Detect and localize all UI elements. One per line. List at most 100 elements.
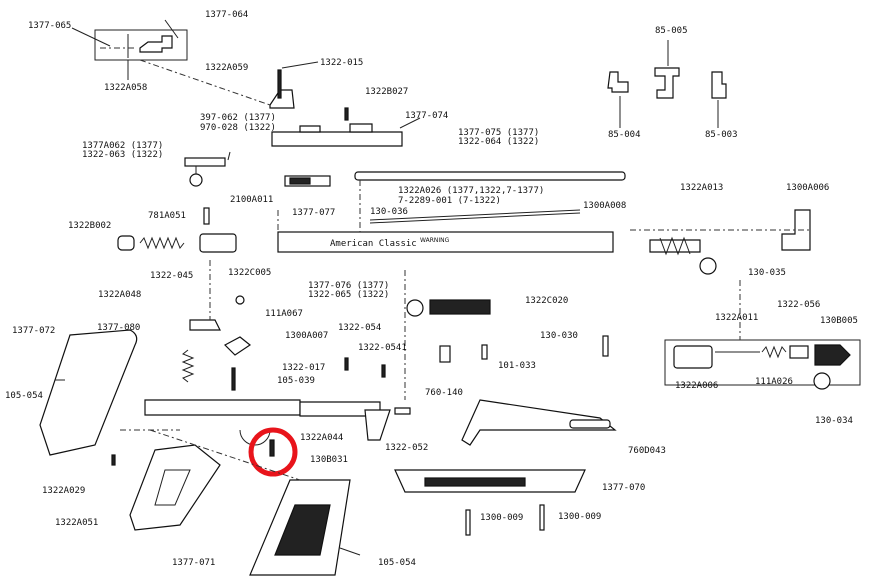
- label-1322C005: 1322C005: [228, 268, 271, 278]
- part-1322-056: [789, 345, 809, 359]
- screw-1322B027: [344, 107, 349, 121]
- label-7-2289-001: 7-2289-001 (7-1322): [398, 196, 501, 206]
- label-111A026: 111A026: [755, 377, 793, 387]
- label-1377-076: 1377-076 (1377): [308, 281, 389, 291]
- screw-105-054b: [339, 547, 361, 556]
- spring-1377-080: [181, 349, 195, 383]
- screw-1322A029: [111, 454, 116, 466]
- label-130-035: 130-035: [748, 268, 786, 278]
- label-1322-015: 1322-015: [320, 58, 363, 68]
- part-760-140: [439, 345, 451, 363]
- label-1322-0541: 1322-0541: [358, 343, 407, 353]
- part-1322B002: [117, 235, 135, 251]
- label-130B031: 130B031: [310, 455, 348, 465]
- label-1322-064: 1322-064 (1322): [458, 137, 539, 147]
- barrel-warning-text: WARNING: [420, 237, 450, 244]
- part-1322A048: [189, 319, 221, 331]
- label-1322A013: 1322A013: [680, 183, 723, 193]
- part-1377-064: [139, 35, 173, 53]
- label-1322A011: 1322A011: [715, 313, 758, 323]
- label-111A067: 111A067: [265, 309, 303, 319]
- label-1322B027: 1322B027: [365, 87, 408, 97]
- label-1300-009b: 1300-009: [558, 512, 601, 522]
- part-1322A044: [364, 409, 391, 441]
- pin-101-033: [481, 344, 488, 360]
- part-1300A007: [224, 336, 252, 356]
- label-1377-071: 1377-071: [172, 558, 215, 568]
- label-130-036: 130-036: [370, 207, 408, 217]
- label-1322A029: 1322A029: [42, 486, 85, 496]
- spring-781A051: [139, 236, 185, 250]
- screw-130B031: [269, 439, 275, 457]
- label-760D043: 760D043: [628, 446, 666, 456]
- label-1322-056: 1322-056: [777, 300, 820, 310]
- pin-1322-017: [231, 367, 236, 391]
- screw-1322-015: [277, 69, 282, 99]
- label-1377-072: 1377-072: [12, 326, 55, 336]
- screw-1322-0541: [381, 364, 386, 378]
- label-397-062: 397-062 (1377): [200, 113, 276, 123]
- pin-130-030: [602, 335, 609, 357]
- label-1322A058: 1322A058: [104, 83, 147, 93]
- label-970-028: 970-028 (1322): [200, 123, 276, 133]
- part-130-035: [699, 257, 717, 275]
- label-1377A062: 1377A062 (1377): [82, 141, 163, 151]
- label-1322C020: 1322C020: [525, 296, 568, 306]
- label-85-005: 85-005: [655, 26, 688, 36]
- part-1377-074: [271, 131, 403, 147]
- screw-1322-054: [344, 357, 349, 371]
- grip-panel-1377-072: [39, 329, 138, 456]
- label-1322A044: 1322A044: [300, 433, 343, 443]
- label-1322-017: 1322-017: [282, 363, 325, 373]
- label-760-140: 760-140: [425, 388, 463, 398]
- label-1300A006: 1300A006: [786, 183, 829, 193]
- part-111A067: [235, 295, 245, 305]
- trigger-frame: [144, 399, 301, 416]
- label-1322A059: 1322A059: [205, 63, 248, 73]
- part-1322A006: [673, 345, 713, 369]
- part-85-004: [607, 71, 629, 93]
- part-1322A059: [269, 89, 295, 109]
- spring-111A026: [761, 345, 787, 359]
- part-1322-052: [394, 407, 411, 415]
- part-760D043: [461, 399, 617, 446]
- label-1377-077: 1377-077: [292, 208, 335, 218]
- label-105-054b: 105-054: [378, 558, 416, 568]
- label-1322-052: 1322-052: [385, 443, 428, 453]
- part-130-034: [813, 372, 831, 390]
- label-1322-054: 1322-054: [338, 323, 381, 333]
- label-1377-065: 1377-065: [28, 21, 71, 31]
- label-1322-065: 1322-065 (1322): [308, 290, 389, 300]
- part-130B005: [814, 344, 851, 366]
- part-1377A062: [184, 157, 226, 167]
- label-2100A011: 2100A011: [230, 195, 273, 205]
- label-1322-045: 1322-045: [150, 271, 193, 281]
- label-1377-075: 1377-075 (1377): [458, 128, 539, 138]
- label-1377-064: 1377-064: [205, 10, 248, 20]
- label-1322A006: 1322A006: [675, 381, 718, 391]
- label-1300A008: 1300A008: [583, 201, 626, 211]
- label-105-039: 105-039: [277, 376, 315, 386]
- label-1300-009a: 1300-009: [480, 513, 523, 523]
- label-1322A051: 1322A051: [55, 518, 98, 528]
- barrel-1377-076: [277, 231, 614, 253]
- label-1377-070: 1377-070: [602, 483, 645, 493]
- inset-box-right: [664, 339, 861, 386]
- barrel-text: American Classic: [330, 239, 417, 249]
- label-101-033: 101-033: [498, 361, 536, 371]
- part-1300A008: [369, 209, 581, 221]
- label-130-030: 130-030: [540, 331, 578, 341]
- label-781A051: 781A051: [148, 211, 186, 221]
- part-85-005: [654, 67, 680, 99]
- label-85-003: 85-003: [705, 130, 738, 140]
- part-2100A011: [203, 207, 210, 225]
- label-1322B002: 1322B002: [68, 221, 111, 231]
- screw-1300-009a: [465, 509, 471, 536]
- label-1322-063: 1322-063 (1322): [82, 150, 163, 160]
- label-85-004: 85-004: [608, 130, 641, 140]
- part-1322C020: [406, 299, 424, 317]
- part-1300A006: [781, 209, 811, 251]
- part-1377-075: [354, 171, 626, 181]
